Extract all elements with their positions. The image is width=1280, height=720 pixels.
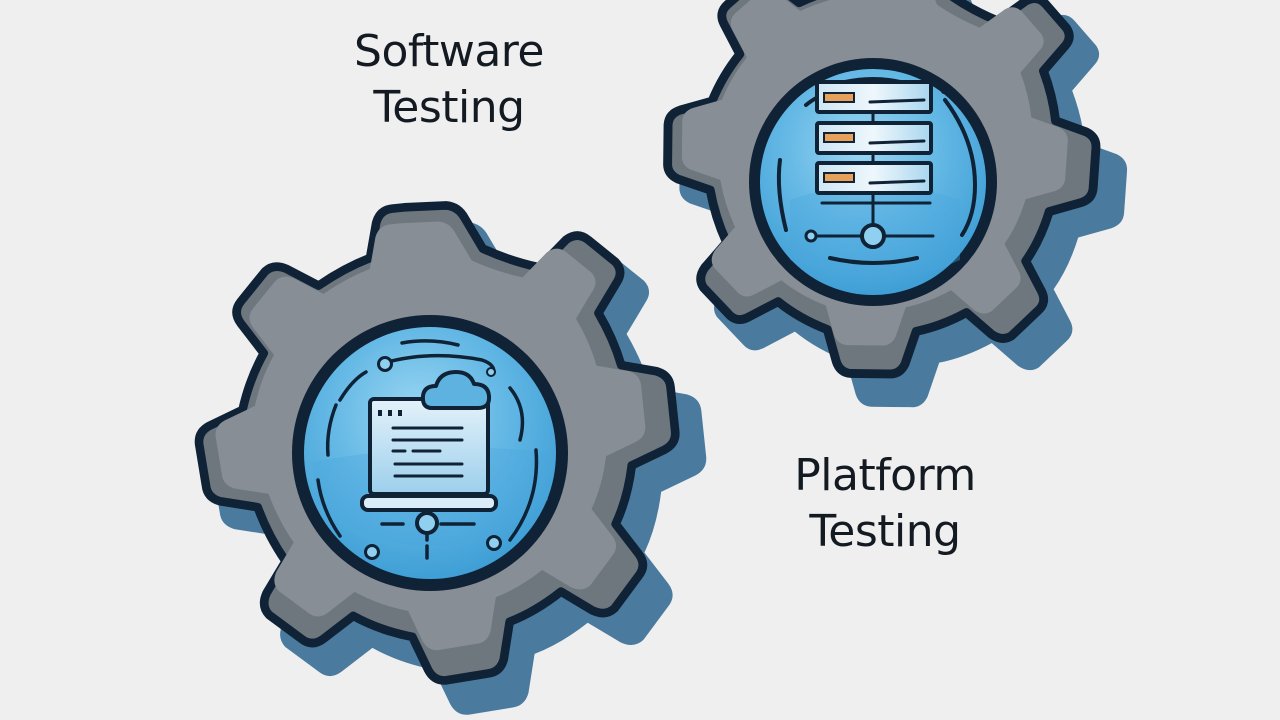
server-stack-icon [804,80,935,249]
label-line-2: Testing [373,82,525,133]
label-line-1: Software [354,26,544,77]
software-testing-gear [177,182,731,720]
software-testing-label: Software Testing [318,24,580,136]
laptop-cloud-icon [360,370,498,560]
orbit-arcs [316,339,539,584]
label-line-2: Testing [809,506,961,557]
platform-testing-label: Platform Testing [752,448,1018,560]
platform-testing-gear [652,0,1141,423]
label-line-1: Platform [794,450,976,501]
